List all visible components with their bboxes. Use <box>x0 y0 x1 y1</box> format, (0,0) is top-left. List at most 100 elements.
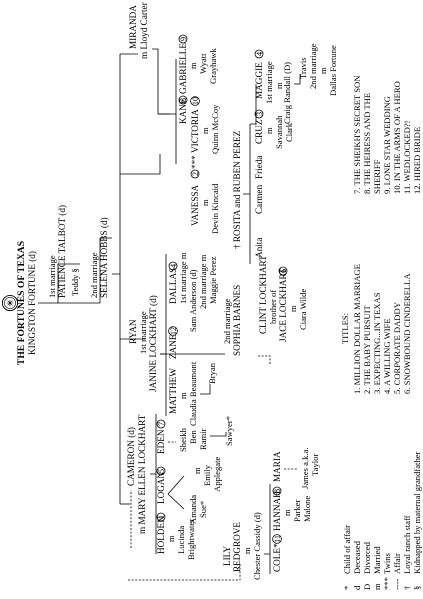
person-brightwater: Brightwater <box>186 519 196 560</box>
person-eden: EDEN <box>156 429 166 454</box>
title-item: 2. THE BABY PURSUIT <box>362 304 372 394</box>
book-badge-vanessa: 2 <box>190 169 200 179</box>
svg-text:D: D <box>362 584 372 590</box>
book-badge-gabrielle: 9 <box>178 34 188 44</box>
person-mary-ellen-lockhart: m MARY ELLEN LOCKHART <box>137 414 147 534</box>
person-rosita-ruben-perez: † ROSITA and RUBEN PEREZ <box>232 130 242 249</box>
book-badge-maggie: 4 <box>254 49 264 59</box>
label-hannah-married: m <box>282 509 292 516</box>
person-bryan: Bryan <box>207 362 217 384</box>
label-matthew-married: m <box>178 392 188 399</box>
legend-item: *** Twins <box>382 552 392 590</box>
label-holden-married: m <box>166 535 176 542</box>
svg-text:Kidnapped by maternal grandfat: Kidnapped by maternal grandfather <box>412 451 422 574</box>
person-lily: LILY <box>222 546 232 566</box>
connector-miranda-kids <box>158 59 177 164</box>
label-dallas-second-marriage: 2nd marriage m <box>198 254 208 309</box>
person-vanessa: VANESSA <box>190 184 200 226</box>
svg-text:†: † <box>402 585 412 590</box>
svg-text:Married: Married <box>372 546 382 574</box>
person-carmen: Carmen <box>254 185 264 214</box>
svg-text:Divorced: Divorced <box>362 541 372 574</box>
person-clint-lockhart: CLINT LOCKHART <box>258 255 268 334</box>
person-maria: MARIA <box>272 451 282 482</box>
person-redgrove: REDGROVE <box>232 522 242 572</box>
person-grayhawk: Grayhawk <box>208 48 218 84</box>
connector-perez-children <box>243 124 251 264</box>
legend-item: m Married <box>372 546 382 590</box>
book-badge-zane: 12 <box>168 326 178 336</box>
book-badge-cruz: 3 <box>254 109 264 119</box>
title-item: 12. HIRED BRIDE <box>412 127 422 194</box>
legend-item: * Child of affair <box>342 525 352 590</box>
label-victoria-married: m <box>200 127 210 134</box>
svg-text:----: ---- <box>392 578 402 590</box>
svg-text:§: § <box>412 586 422 590</box>
person-maggie: MAGGIE <box>254 62 264 99</box>
person-cole: COLE* <box>272 543 282 572</box>
fortune-emblem-icon <box>1 294 19 312</box>
person-kane: KANE <box>178 98 188 124</box>
svg-text:7: 7 <box>157 422 166 426</box>
title-item: 8. THE HEIRESS AND THE <box>362 93 372 194</box>
person-logan: LOGAN <box>156 471 166 504</box>
connector-logan-children <box>167 475 185 510</box>
connector-miranda-children <box>152 48 170 115</box>
book-badge-holden: 1 <box>156 512 166 522</box>
person-claudia-beaumont: Claudia Beaumont <box>188 361 198 426</box>
svg-text:8: 8 <box>179 98 188 102</box>
person-lucinda: Lucinda <box>176 526 186 554</box>
title-item: 1. MILLION DOLLAR MARRIAGE <box>352 264 362 394</box>
svg-text:2: 2 <box>191 172 200 176</box>
person-sam-anderson: Sam Anderson (d) <box>188 269 198 332</box>
connector-maggie <box>250 84 257 125</box>
label-ryan-first-marriage: 1st marriage <box>138 311 148 354</box>
person-james: James a.k.a. <box>300 447 310 489</box>
person-dallas-fortune: Dallas Fortune <box>328 45 338 96</box>
svg-text:6: 6 <box>279 269 288 273</box>
person-quinn-mccoy: Quinn McCoy <box>210 104 220 154</box>
svg-text:Deceased: Deceased <box>352 540 362 574</box>
person-dallas: DALLAS <box>168 268 178 304</box>
book-badge-victoria: 10 <box>190 96 200 106</box>
legend-item: D Divorced <box>362 541 372 590</box>
title-item: 4. A WILLING WIFE <box>382 318 392 394</box>
connector-maggie-travis <box>294 74 301 85</box>
person-hannah: HANNAH <box>272 491 282 531</box>
svg-text:Affair: Affair <box>392 553 402 574</box>
svg-text:4: 4 <box>169 264 178 268</box>
svg-text:5: 5 <box>157 469 166 473</box>
label-maggie-first-marriage: 1st marriage <box>264 61 274 104</box>
book-badge-jace: 6 <box>278 266 288 276</box>
book-badge-dallas: 4 <box>168 261 178 271</box>
svg-text:4: 4 <box>255 52 264 56</box>
person-frieda: Frieda <box>254 156 264 179</box>
svg-text:11: 11 <box>273 535 282 543</box>
connector-selena-children <box>112 54 121 504</box>
person-zane: ZANE <box>168 334 178 359</box>
person-parker: Parker <box>292 499 302 522</box>
person-patience-talbot: PATIENCE TALBOT (d) <box>57 205 67 298</box>
person-cameron: CAMERON (d) <box>126 427 136 486</box>
person-chester-cassidy: Chester Cassidy (d) <box>252 512 262 580</box>
svg-text:10: 10 <box>191 97 200 105</box>
book-badge-cole: 11 <box>272 534 282 544</box>
person-devin-kincaid: Devin Kincaid <box>210 183 220 234</box>
svg-text:12: 12 <box>169 327 178 335</box>
book-badge-hannah: 8 <box>272 486 282 496</box>
person-jace-lockhart: JACE LOCKHART <box>278 268 288 342</box>
svg-text:1: 1 <box>157 515 166 519</box>
person-savannah: Savannah <box>274 115 284 149</box>
titles-heading: TITLES: <box>340 313 350 344</box>
svg-text:***: *** <box>382 577 392 590</box>
person-victoria: VICTORIA <box>190 109 200 153</box>
title-item: 10. IN THE ARMS OF A HERO <box>392 81 402 194</box>
label-clint-brother-of: brother of <box>268 290 278 324</box>
person-ben: Ben <box>188 429 198 444</box>
svg-text:*: * <box>342 586 352 590</box>
book-badge-logan: 5 <box>156 466 166 476</box>
person-amanda: Amanda <box>188 495 198 524</box>
person-selena-hobbs: SELENA HOBBS (d) <box>99 217 109 298</box>
person-cruz: CRUZ <box>254 119 264 144</box>
